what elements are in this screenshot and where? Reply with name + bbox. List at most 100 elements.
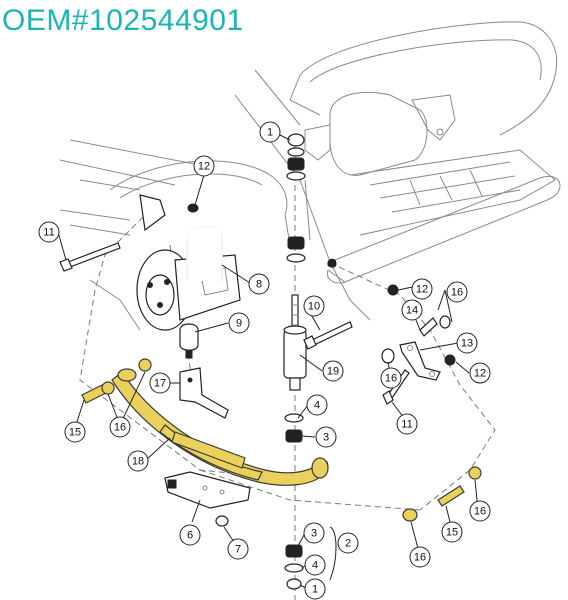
callout-number: 19 (327, 366, 339, 378)
callout-16: 16 (469, 500, 491, 522)
callout-9: 9 (228, 312, 250, 334)
callout-circle (248, 273, 270, 295)
callout-circle (441, 521, 463, 543)
callout-4: 4 (304, 554, 326, 576)
callout-number: 3 (323, 432, 329, 444)
callout-number: 7 (235, 544, 241, 556)
shackle-hardware (327, 258, 456, 381)
callout-10: 10 (303, 295, 325, 317)
callout-16: 16 (380, 367, 402, 389)
callout-circle (396, 413, 418, 435)
callout-circle (193, 155, 215, 177)
callout-number: 12 (474, 368, 486, 380)
callout-circle (469, 500, 491, 522)
callout-11: 11 (38, 221, 60, 243)
leaf-spring (81, 358, 482, 522)
spring-plate (164, 471, 251, 509)
callout-number: 12 (198, 161, 210, 173)
callout-2: 2 (337, 532, 359, 554)
spring-bracket (179, 367, 229, 419)
callout-number: 13 (461, 338, 473, 350)
callout-circle (446, 281, 468, 303)
callout-number: 16 (451, 287, 463, 299)
callout-16: 16 (109, 416, 131, 438)
callout-circle (38, 221, 60, 243)
callout-8: 8 (248, 273, 270, 295)
callout-16: 16 (446, 281, 468, 303)
callout-circle (380, 367, 402, 389)
callout-6: 6 (179, 524, 201, 546)
callout-number: 17 (154, 378, 166, 390)
callout-circle (228, 312, 250, 334)
callout-number: 16 (414, 552, 426, 564)
callout-17: 17 (149, 372, 171, 394)
callout-19: 19 (322, 360, 344, 382)
callout-circle (469, 362, 491, 384)
callout-circle (149, 372, 171, 394)
callout-number: 14 (406, 305, 418, 317)
callout-18: 18 (127, 450, 149, 472)
callout-circle (179, 524, 201, 546)
callout-circle (337, 532, 359, 554)
callout-number: 2 (345, 538, 351, 550)
bump-stop (179, 323, 199, 359)
callout-number: 16 (385, 373, 397, 385)
callout-number: 11 (43, 227, 54, 239)
callout-15: 15 (64, 421, 86, 443)
shock-absorber (283, 294, 307, 391)
callout-number: 8 (256, 279, 262, 291)
callout-number: 4 (312, 560, 318, 572)
callout-circle (64, 421, 86, 443)
callout-number: 11 (401, 419, 412, 431)
callout-1: 1 (304, 578, 326, 600)
callout-number: 6 (187, 530, 193, 542)
callout-number: 12 (416, 284, 428, 296)
callout-circle (304, 554, 326, 576)
callout-circle (304, 578, 326, 600)
callout-14: 14 (401, 299, 423, 321)
callout-circle (227, 538, 249, 560)
callout-circle (127, 450, 149, 472)
callout-3: 3 (303, 522, 325, 544)
callout-4: 4 (306, 394, 328, 416)
callout-number: 3 (311, 528, 317, 540)
callout-number: 16 (114, 422, 126, 434)
callout-number: 1 (267, 127, 273, 139)
callout-number: 15 (446, 527, 458, 539)
callout-11: 11 (396, 413, 418, 435)
callout-number: 16 (474, 506, 486, 518)
callout-12: 12 (411, 278, 433, 300)
callout-15: 15 (441, 521, 463, 543)
cart-body-outline (59, 21, 561, 331)
callout-labels: 1 12 11 8 9 10 19 17 4 3 15 16 18 6 7 3 4 2 1 12 16 14 13 12 16 1… (38, 121, 491, 600)
callout-circle (411, 278, 433, 300)
callout-12: 12 (193, 155, 215, 177)
callout-number: 1 (312, 584, 318, 596)
callout-circle (409, 546, 431, 568)
callout-13: 13 (456, 332, 478, 354)
bolts (59, 203, 410, 527)
callout-circle (259, 121, 281, 143)
callout-1: 1 (259, 121, 281, 143)
callout-circle (303, 522, 325, 544)
oem-part-number: OEM#102544901 (2, 4, 244, 37)
callout-number: 10 (308, 301, 320, 313)
callout-circle (315, 426, 337, 448)
callout-circle (322, 360, 344, 382)
callout-number: 18 (132, 456, 144, 468)
callout-number: 4 (314, 400, 320, 412)
callout-16: 16 (409, 546, 431, 568)
callout-circle (401, 299, 423, 321)
callout-7: 7 (227, 538, 249, 560)
callout-3: 3 (315, 426, 337, 448)
callout-circle (109, 416, 131, 438)
callout-12: 12 (469, 362, 491, 384)
u-bolt (186, 226, 223, 282)
callout-circle (456, 332, 478, 354)
callout-number: 15 (69, 427, 81, 439)
callout-circle (303, 295, 325, 317)
shock-bushings (284, 133, 306, 590)
callout-circle (306, 394, 328, 416)
